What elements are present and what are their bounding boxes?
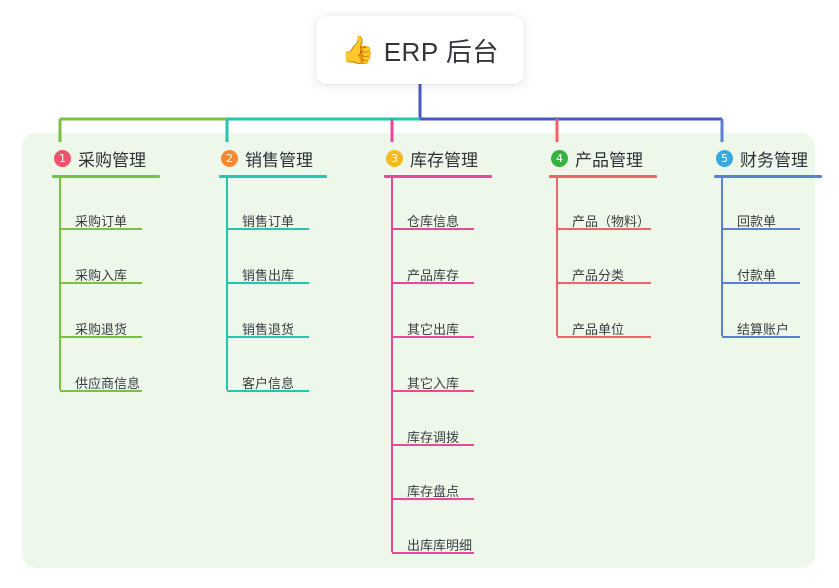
branch-title-4: 产品管理 bbox=[575, 150, 643, 170]
leaf-item[interactable]: 采购订单 bbox=[75, 214, 128, 229]
leaf-item[interactable]: 仓库信息 bbox=[407, 214, 460, 229]
leaf-item[interactable]: 销售退货 bbox=[242, 322, 295, 337]
leaf-underline bbox=[557, 282, 651, 284]
leaf-underline bbox=[557, 336, 651, 338]
leaf-item[interactable]: 产品分类 bbox=[572, 268, 625, 283]
leaf-item[interactable]: 库存盘点 bbox=[407, 484, 460, 499]
branch-underline-1 bbox=[52, 175, 160, 178]
branch-underline-3 bbox=[384, 175, 492, 178]
branch-underline-5 bbox=[714, 175, 822, 178]
leaf-underline bbox=[392, 552, 474, 554]
branch-underline-4 bbox=[549, 175, 657, 178]
branch-badge-1: 1 bbox=[54, 149, 71, 167]
leaf-item[interactable]: 产品库存 bbox=[407, 268, 460, 283]
branch-header-3[interactable]: 3 库存管理 bbox=[370, 146, 478, 170]
branch-5: 5 财务管理 bbox=[700, 146, 808, 170]
leaf-underline bbox=[392, 498, 474, 500]
leaf-item[interactable]: 产品（物料） bbox=[572, 214, 651, 229]
root-node-title: ERP 后台 bbox=[383, 36, 499, 67]
branch-badge-2: 2 bbox=[221, 149, 238, 167]
leaf-underline bbox=[227, 228, 309, 230]
thumbs-up-icon: 👍 bbox=[341, 34, 375, 66]
leaf-item[interactable]: 回款单 bbox=[737, 214, 777, 229]
branch-title-5: 财务管理 bbox=[740, 150, 808, 170]
leaf-underline bbox=[60, 228, 142, 230]
leaf-item[interactable]: 销售订单 bbox=[242, 214, 295, 229]
branch-title-1: 采购管理 bbox=[78, 150, 146, 170]
root-node-erp-backend[interactable]: 👍 ERP 后台 bbox=[316, 16, 524, 84]
branch-header-5[interactable]: 5 财务管理 bbox=[700, 146, 808, 170]
leaf-underline bbox=[557, 228, 651, 230]
leaf-item[interactable]: 出库库明细 bbox=[407, 538, 473, 553]
leaf-underline bbox=[392, 444, 474, 446]
leaf-underline bbox=[60, 336, 142, 338]
branch-badge-4: 4 bbox=[551, 149, 568, 167]
leaf-underline bbox=[392, 336, 474, 338]
branch-2: 2 销售管理 bbox=[205, 146, 313, 170]
leaf-underline bbox=[392, 282, 474, 284]
branch-4: 4 产品管理 bbox=[535, 146, 643, 170]
leaf-underline bbox=[60, 282, 142, 284]
leaf-item[interactable]: 采购退货 bbox=[75, 322, 128, 337]
leaf-underline bbox=[722, 336, 800, 338]
branch-header-4[interactable]: 4 产品管理 bbox=[535, 146, 643, 170]
branch-1: 1 采购管理 bbox=[38, 146, 146, 170]
branch-underline-2 bbox=[219, 175, 327, 178]
leaf-item[interactable]: 销售出库 bbox=[242, 268, 295, 283]
diagram-panel-background bbox=[22, 133, 815, 568]
leaf-underline bbox=[227, 336, 309, 338]
leaf-item[interactable]: 产品单位 bbox=[572, 322, 625, 337]
leaf-underline bbox=[722, 228, 800, 230]
leaf-underline bbox=[227, 282, 309, 284]
leaf-underline bbox=[722, 282, 800, 284]
branch-3: 3 库存管理 bbox=[370, 146, 478, 170]
leaf-item[interactable]: 付款单 bbox=[737, 268, 777, 283]
leaf-item[interactable]: 结算账户 bbox=[737, 322, 790, 337]
leaf-underline bbox=[227, 390, 309, 392]
leaf-item[interactable]: 库存调拨 bbox=[407, 430, 460, 445]
branch-header-2[interactable]: 2 销售管理 bbox=[205, 146, 313, 170]
leaf-item[interactable]: 其它入库 bbox=[407, 376, 460, 391]
leaf-item[interactable]: 采购入库 bbox=[75, 268, 128, 283]
branch-badge-3: 3 bbox=[386, 149, 403, 167]
branch-title-2: 销售管理 bbox=[245, 150, 313, 170]
leaf-item[interactable]: 供应商信息 bbox=[75, 376, 141, 391]
leaf-item[interactable]: 其它出库 bbox=[407, 322, 460, 337]
branch-title-3: 库存管理 bbox=[410, 150, 478, 170]
branch-badge-5: 5 bbox=[716, 149, 733, 167]
leaf-underline bbox=[60, 390, 142, 392]
leaf-underline bbox=[392, 390, 474, 392]
leaf-item[interactable]: 客户信息 bbox=[242, 376, 295, 391]
branch-header-1[interactable]: 1 采购管理 bbox=[38, 146, 146, 170]
leaf-underline bbox=[392, 228, 474, 230]
